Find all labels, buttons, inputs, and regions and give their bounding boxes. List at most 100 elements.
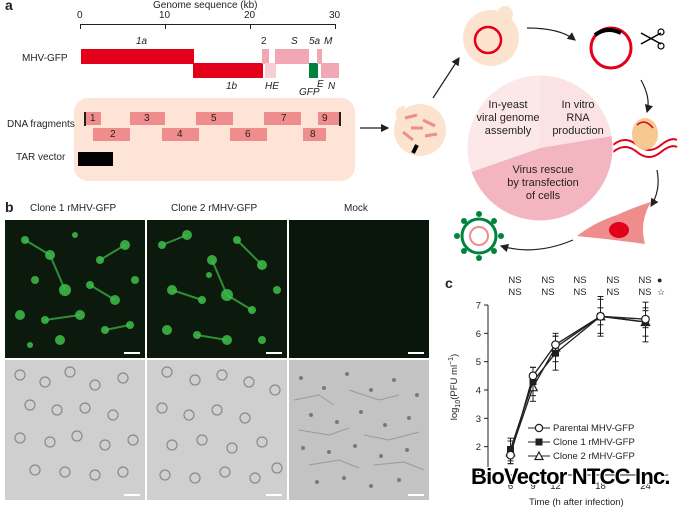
- ns-label: NS: [508, 275, 522, 286]
- ns-label: NS: [541, 287, 555, 298]
- y-tick-label: 7: [476, 301, 481, 312]
- ns-label: NS: [606, 275, 620, 286]
- genome-axis-tick-label: 20: [244, 10, 256, 21]
- fluorescent-cells: [15, 232, 139, 348]
- construct-label: MHV-GFP: [22, 53, 68, 64]
- scale-bar: [266, 494, 282, 496]
- legend-marker-triangle: [528, 450, 550, 461]
- gene-he-block: [265, 63, 276, 78]
- ns-row2-marker: ☆: [657, 287, 666, 297]
- ns-label: NS: [541, 275, 555, 286]
- fluorescence-image-clone1: [5, 220, 145, 358]
- ns-label: NS: [573, 287, 587, 298]
- cycle-assembly-text: In-yeast viral genome assembly: [476, 99, 540, 137]
- cycle-rescue-text: Virus rescue by transfection of cells: [507, 164, 579, 202]
- data-point: [551, 340, 560, 350]
- fragment-5: 5: [196, 112, 233, 125]
- legend-marker-square: [528, 438, 550, 446]
- cycle-pie: [466, 74, 614, 222]
- gene-label-gfp: GFP: [299, 87, 320, 98]
- legend-label: Clone 1 rMHV-GFP: [553, 436, 635, 448]
- tar-vector-label: TAR vector: [16, 152, 66, 163]
- y-axis-title-log: log: [449, 407, 461, 421]
- gene-label-1a: 1a: [136, 36, 148, 47]
- legend: Parental MHV-GFP Clone 1 rMHV-GFP Clone …: [528, 421, 635, 463]
- scale-bar: [408, 352, 424, 354]
- genome-axis-tick-label: 0: [77, 10, 83, 21]
- genome-axis-tick: [335, 24, 336, 29]
- y-tick-label: 4: [476, 386, 481, 397]
- brightfield-cells: [14, 366, 139, 481]
- genome-axis-tick: [250, 24, 251, 29]
- y-axis-title: log10(PFU ml−1): [448, 327, 462, 447]
- x-tick-label: 9: [530, 481, 535, 492]
- y-tick-label: 6: [476, 329, 481, 340]
- brightfield-cells: [156, 366, 283, 484]
- fragment-1: 1: [86, 112, 101, 125]
- virion: [454, 211, 504, 261]
- scale-bar: [266, 352, 282, 354]
- workflow-diagram: [360, 6, 678, 261]
- y-axis-title-sup: −1: [447, 356, 455, 365]
- fluorescence-image-mock: [289, 220, 429, 358]
- gene-gfp-block: [309, 63, 318, 78]
- fragment-4: 4: [162, 128, 199, 141]
- fluorescence-image-clone2: [147, 220, 287, 358]
- y-tick-label: 2: [476, 442, 481, 453]
- brightfield-image-clone2: [147, 360, 287, 500]
- tar-vector-block: [78, 152, 113, 166]
- x-tick-label: 24: [640, 481, 651, 492]
- arrow-to-cell: [650, 169, 659, 208]
- gene-label-he: HE: [265, 81, 279, 92]
- fragment-marker: [339, 112, 341, 126]
- y-axis-title-unit: (PFU ml: [449, 364, 461, 400]
- legend-item: Clone 1 rMHV-GFP: [528, 435, 635, 449]
- genome-axis-title: Genome sequence (kb): [153, 0, 258, 11]
- gene-label-2: 2: [261, 36, 267, 47]
- x-tick-label: 12: [550, 481, 561, 492]
- scale-bar: [408, 494, 424, 496]
- data-point: [641, 314, 650, 324]
- data-point: [506, 450, 515, 460]
- genome-axis-line: [80, 24, 336, 25]
- gene-label-e: E: [317, 79, 324, 90]
- fragment-marker: [84, 112, 86, 126]
- yeast-cell-genome: [463, 6, 519, 66]
- fragment-7: 7: [264, 112, 301, 125]
- data-point: [528, 371, 538, 381]
- brightfield-image-clone1: [5, 360, 145, 500]
- column-label-clone2: Clone 2 rMHV-GFP: [171, 203, 258, 214]
- legend-label: Clone 2 rMHV-GFP: [553, 450, 635, 462]
- column-label-mock: Mock: [344, 203, 368, 214]
- panel-a-letter: a: [5, 0, 13, 13]
- y-tick-label: 5: [476, 357, 481, 368]
- y-axis-title-close: ): [449, 353, 461, 357]
- ns-row1-marker: ●: [657, 275, 663, 285]
- data-point: [596, 311, 605, 321]
- ns-label: NS: [573, 275, 587, 286]
- x-axis-title: Time (h after infection): [529, 497, 624, 508]
- gene-s-block: [275, 49, 309, 64]
- genome-axis-tick-label: 30: [329, 10, 341, 21]
- fragment-9: 9: [318, 112, 339, 125]
- ns-label: NS: [638, 275, 652, 286]
- arrow-to-virion: [499, 239, 574, 253]
- series-open-circle: [506, 307, 650, 465]
- genome-axis-tick: [80, 24, 81, 29]
- fragments-label: DNA fragments: [7, 119, 75, 130]
- gene-5a-block: [317, 49, 322, 64]
- x-tick-label: 6: [508, 481, 513, 492]
- gene-label-1b: 1b: [226, 81, 238, 92]
- ns-label: NS: [508, 287, 522, 298]
- fragment-8: 8: [303, 128, 326, 141]
- scale-bar: [124, 494, 140, 496]
- panel-b-letter: b: [5, 199, 14, 215]
- y-axis-title-sub: 10: [455, 399, 463, 408]
- genome-axis-tick: [165, 24, 166, 29]
- scale-bar: [124, 352, 140, 354]
- y-tick-label: 3: [476, 414, 481, 425]
- x-tick-label: 18: [595, 481, 606, 492]
- gene-2-block: [262, 49, 269, 64]
